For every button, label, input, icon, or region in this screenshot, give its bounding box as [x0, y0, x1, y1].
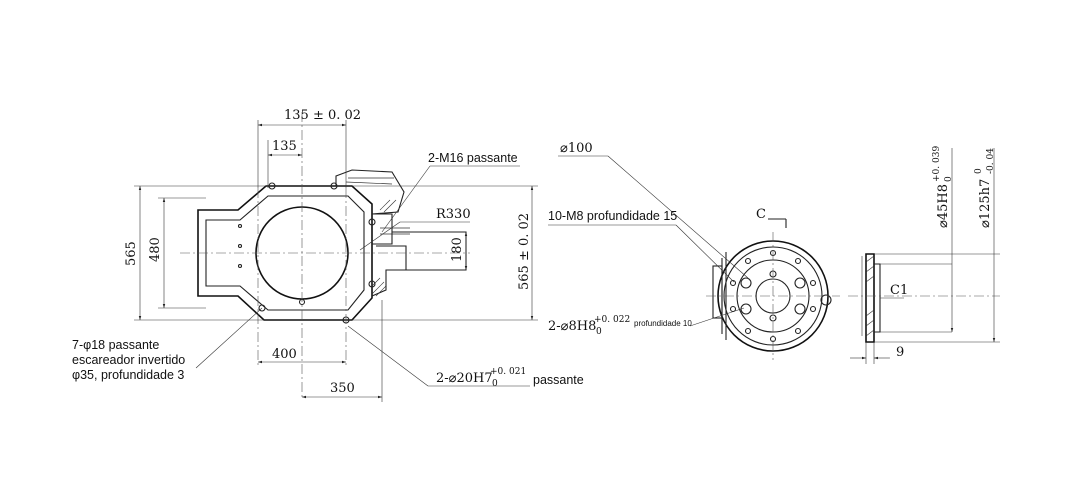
dim-135-tol: 135 ± 0. 02 [284, 108, 361, 123]
base-dimensions [134, 120, 538, 402]
dim-135: 135 [272, 139, 297, 154]
d125-sub: -0. 04 [986, 148, 996, 174]
base-outline [197, 185, 373, 321]
dim-180: 180 [450, 237, 465, 262]
section-view [848, 148, 1000, 364]
dim-480: 480 [148, 237, 163, 262]
label-m16: 2-M16 passante [428, 151, 518, 165]
label-d125: ⌀125h7 -0. 04 0 [974, 148, 996, 228]
label-m8: 10-M8 profundidade 15 [548, 209, 677, 223]
d125-sup: 0 [974, 168, 984, 174]
pin8-sub: 0 [596, 327, 602, 337]
pin8-depth: profundidade 10 [634, 319, 692, 328]
pin-sub: 0 [492, 379, 498, 389]
pin-sup: +0. 021 [490, 367, 526, 377]
pin-main: 2-⌀20H7 [436, 371, 493, 386]
flange-view [548, 155, 840, 360]
d45-sub: 0 [944, 176, 954, 182]
dim-565-left: 565 [124, 241, 139, 266]
hole-note-line1: 7-φ18 passante [72, 338, 159, 352]
dim-400: 400 [272, 347, 297, 362]
pin8-sup: +0. 022 [594, 315, 630, 325]
dim-565-tol: 565 ± 0. 02 [517, 213, 532, 290]
pin-suffix: passante [533, 373, 584, 387]
label-d45: ⌀45H8 0 +0. 039 [932, 146, 954, 228]
base-view [180, 112, 470, 400]
pin8-main: 2-⌀8H8 [548, 319, 596, 334]
mounting-holes [237, 182, 376, 324]
dim-9: 9 [896, 345, 904, 360]
d125-main: ⌀125h7 [978, 179, 993, 228]
d45-main: ⌀45H8 [936, 184, 951, 228]
label-r330: R330 [436, 207, 471, 222]
d45-sup: +0. 039 [932, 146, 942, 182]
hole-note-line2: escareador invertido [72, 353, 185, 367]
label-c1: C1 [890, 283, 908, 298]
dim-350: 350 [330, 381, 355, 396]
label-d100: ⌀100 [560, 141, 593, 156]
hole-note-line3: φ35, profundidade 3 [72, 368, 184, 382]
section-c: C [756, 207, 766, 222]
